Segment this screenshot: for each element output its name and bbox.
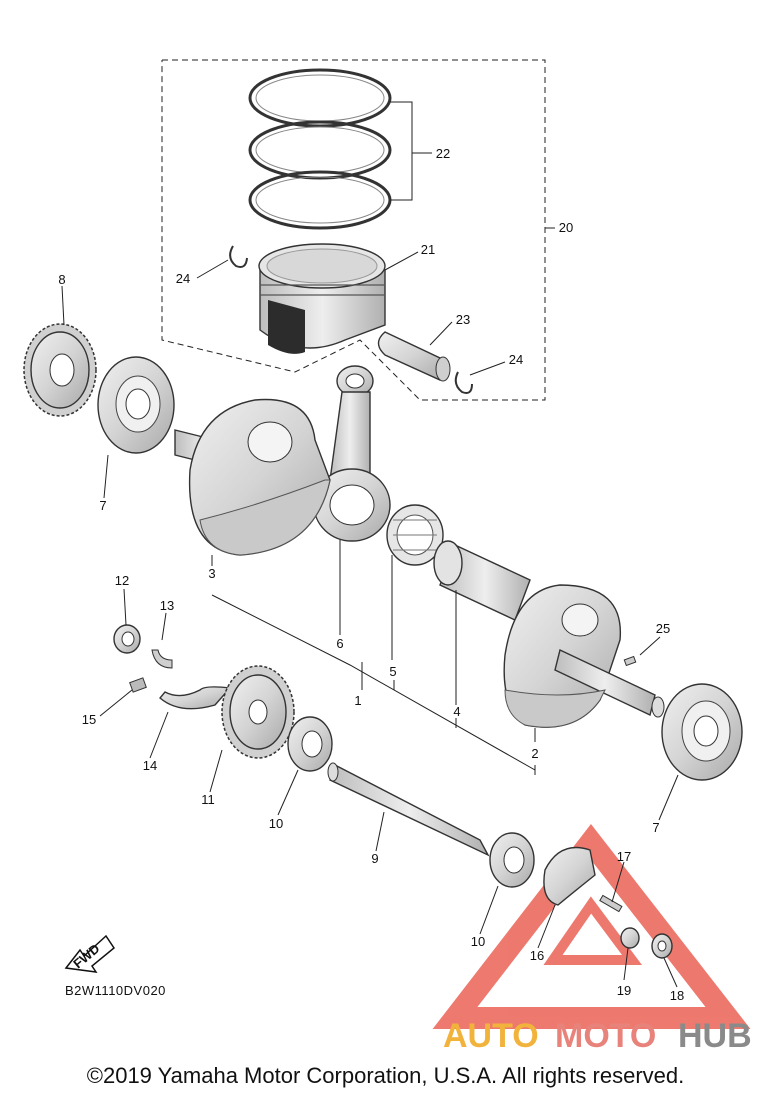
- callout-19: 19: [617, 983, 631, 998]
- callout-3: 3: [208, 566, 215, 581]
- callout-22: 22: [436, 146, 450, 161]
- callout-24-left: 24: [176, 271, 190, 286]
- callout-23: 23: [456, 312, 470, 327]
- callout-24-right: 24: [509, 352, 523, 367]
- piston-clip-left: [229, 245, 248, 268]
- callout-7-left: 7: [99, 498, 106, 513]
- watermark-moto: MOTO: [555, 1017, 656, 1055]
- callout-2: 2: [531, 746, 538, 761]
- lock-washer: [151, 649, 173, 669]
- washer: [620, 927, 640, 949]
- crank-right: [503, 584, 665, 728]
- callouts: 1 2 3 4 5 6 7 7 8 9 10 10 11 12 13 14 15…: [58, 146, 684, 1003]
- diagram-code: B2W1110DV020: [65, 983, 166, 998]
- callout-10-bottom: 10: [471, 934, 485, 949]
- bearing-right: [661, 683, 743, 781]
- piston-pin: [377, 331, 451, 382]
- callout-5: 5: [389, 664, 396, 679]
- balancer-weight: [159, 686, 232, 710]
- nut-balancer: [651, 933, 673, 959]
- copyright-text: ©2019 Yamaha Motor Corporation, U.S.A. A…: [86, 1063, 685, 1088]
- dowel-pin: [599, 894, 623, 913]
- bolt: [129, 677, 147, 693]
- connecting-rod: [313, 365, 391, 542]
- callout-18: 18: [670, 988, 684, 1003]
- callout-12: 12: [115, 573, 129, 588]
- balancer-shaft: [327, 762, 490, 857]
- watermark-text: AUTO MOTO HUB: [443, 1017, 752, 1055]
- callout-14: 14: [143, 758, 157, 773]
- piston-kit-box: [161, 59, 546, 401]
- bearing-left: [97, 356, 175, 454]
- callout-25: 25: [656, 621, 670, 636]
- callout-1: 1: [354, 693, 361, 708]
- watermark-auto: AUTO: [443, 1017, 539, 1055]
- callout-6: 6: [336, 636, 343, 651]
- callout-4: 4: [453, 704, 460, 719]
- callout-20: 20: [559, 220, 573, 235]
- gear-primary: [23, 323, 97, 417]
- watermark-hub: HUB: [678, 1017, 752, 1055]
- balancer-bearing-bottom: [489, 832, 535, 888]
- callout-8: 8: [58, 272, 65, 287]
- leader-lines: [61, 101, 679, 988]
- callout-7-right: 7: [652, 820, 659, 835]
- piston: [258, 243, 386, 354]
- fwd-arrow-icon: FWD: [64, 934, 116, 973]
- balancer-gear: [221, 665, 295, 759]
- balancer-weight-2: [543, 846, 596, 906]
- callout-13: 13: [160, 598, 174, 613]
- watermark-logo: [432, 824, 751, 1029]
- nut: [113, 624, 141, 654]
- callout-9: 9: [371, 851, 378, 866]
- callout-17: 17: [617, 849, 631, 864]
- callout-15: 15: [82, 712, 96, 727]
- crank-pin: [433, 540, 531, 621]
- callout-16: 16: [530, 948, 544, 963]
- crank-pin-bearing: [386, 504, 444, 566]
- callout-21: 21: [421, 242, 435, 257]
- crank-left: [174, 398, 331, 556]
- piston-rings: [248, 68, 392, 230]
- callout-11: 11: [201, 792, 215, 807]
- key: [623, 655, 637, 667]
- callout-10-top: 10: [269, 816, 283, 831]
- piston-clip-right: [454, 371, 473, 394]
- balancer-bearing-top: [287, 716, 333, 772]
